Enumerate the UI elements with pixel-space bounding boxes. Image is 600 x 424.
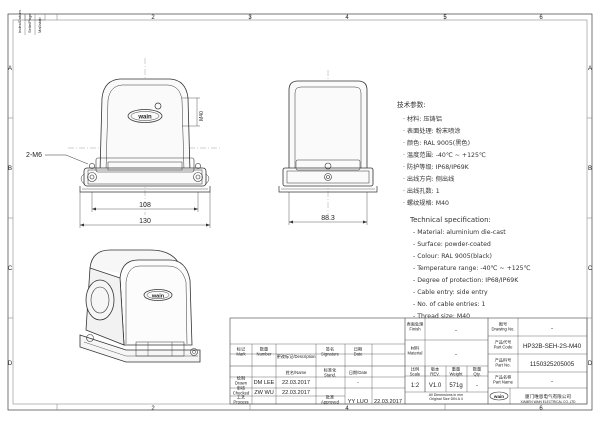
spec-en-item-3: - Temperature range: -40℃ ~ +125℃ [413, 265, 531, 272]
spec-cn-item-3: · 温度范围: -40℃ ~ +125℃ [403, 151, 486, 159]
spec-en-item-4: - Degree of protection: IP68/IP69K [413, 277, 519, 284]
top-number-5: 5 [443, 15, 447, 21]
spec-cn-item-2: · 颜色: RAL 9005(黑色) [403, 139, 470, 147]
side-note-strip: Index/Datum Seite/Page Maßstab [17, 10, 46, 35]
side-note-2: Maßstab [37, 17, 42, 33]
tb-logo-text: wain [493, 394, 504, 399]
bottom-number-6: 6 [539, 406, 543, 412]
left-letter-d: D [8, 361, 13, 367]
tb-h-change: 更改标记/Description [277, 353, 317, 360]
spec-en-item-6: - No. of cable entries: 1 [413, 301, 485, 308]
tb-drawn-date: 22.03.2017 [282, 380, 310, 386]
side-note-0: Index/Datum [17, 10, 22, 33]
front-view: wain [45, 58, 220, 228]
tb-h-date2: 日期/Date [349, 370, 368, 376]
tb-checked-name: ZW WU [254, 390, 274, 396]
tb-part-name-value: - [551, 378, 553, 385]
tb-part-no-value: 1150325205005 [530, 361, 575, 368]
spec-cn-item-7: · 螺纹规格: M40 [403, 199, 449, 207]
top-number-3: 3 [248, 15, 252, 21]
spec-en-item-5: - Cable entry: side entry [413, 289, 488, 296]
right-letter-c: C [588, 266, 593, 272]
tb-finish-value: - [455, 328, 457, 334]
front-dim-130: 130 [139, 218, 151, 225]
right-letter-b: B [588, 166, 592, 172]
company-logo: wain [489, 391, 509, 401]
iso-logo-text: wain [151, 294, 165, 300]
tb-std-value: - [357, 380, 359, 386]
side-view [278, 70, 378, 225]
outer-frame [7, 13, 593, 411]
spec-en-item-7: - Thread size: M40 [413, 313, 470, 320]
tb-company-cn: 厦门唯恩电气有限公司 [525, 393, 571, 400]
title-block [229, 317, 588, 405]
spec-cn-item-6: · 出线孔数: 1 [403, 187, 440, 195]
left-letter-a: A [8, 66, 12, 72]
iso-view: wain [79, 249, 201, 363]
right-letter-a: A [588, 66, 592, 72]
side-dim-88: 88.3 [321, 215, 335, 222]
spec-cn-item-0: · 材料: 压铸铝 [403, 115, 442, 123]
tb-approved-date: 22.03.2017 [374, 399, 402, 405]
left-letter-b: B [8, 166, 12, 172]
spec-en-item-1: - Surface: powder-coated [413, 241, 491, 248]
front-logo-text: wain [137, 115, 152, 121]
tb-material-value: - [455, 352, 457, 358]
tb-scale-value: 1:2 [411, 383, 420, 389]
top-number-2: 2 [151, 15, 155, 21]
top-number-6: 6 [539, 15, 543, 21]
tb-checked-date: 22.03.2017 [282, 390, 310, 396]
spec-cn: 技术参数: · 材料: 压铸铝 · 表面处理: 粉末喷涂 · 颜色: RAL 9… [397, 100, 486, 207]
tb-part-code-value: HP32B-SEH-2S-M40 [523, 343, 582, 350]
side-note-1: Seite/Page [27, 13, 32, 33]
top-number-4: 4 [345, 15, 349, 21]
tb-rev-value: V1.0 [429, 383, 442, 389]
tb-company-en: XIAMEN WAIN ELECTRICAL CO.,LTD [521, 400, 577, 404]
spec-en: Technical specification: - Material: alu… [409, 216, 531, 320]
spec-en-item-2: - Colour: RAL 9005(black) [413, 253, 492, 260]
right-letter-d: D [588, 361, 593, 367]
tb-weight-value: 571g [449, 383, 462, 389]
front-dim-108: 108 [139, 202, 151, 209]
spec-cn-item-5: · 出线方向: 侧出线 [403, 175, 454, 183]
bottom-number-4: 4 [345, 406, 349, 412]
tb-h-name-date: 姓名/Name [286, 369, 307, 376]
grid-ticks [8, 14, 592, 410]
left-letter-c: C [8, 266, 13, 272]
spec-en-title: Technical specification: [409, 216, 491, 224]
spec-cn-item-4: · 防护等级: IP68/IP69K [403, 163, 470, 171]
bottom-number-2: 2 [151, 406, 155, 412]
spec-cn-item-1: · 表面处理: 粉末喷涂 [403, 127, 461, 135]
front-callout-2-m6: 2-M6 [26, 152, 42, 159]
spec-en-item-0: - Material: aluminium die-cast [413, 229, 506, 236]
spec-cn-title: 技术参数: [397, 100, 426, 109]
tb-drawing-no-value: - [551, 325, 553, 332]
front-dim-m40: M40 [199, 111, 205, 121]
tb-drawn-name: DM LEE [254, 380, 275, 386]
tb-approved-name: YY LUO [348, 399, 369, 405]
tb-qty-value: - [476, 383, 478, 389]
